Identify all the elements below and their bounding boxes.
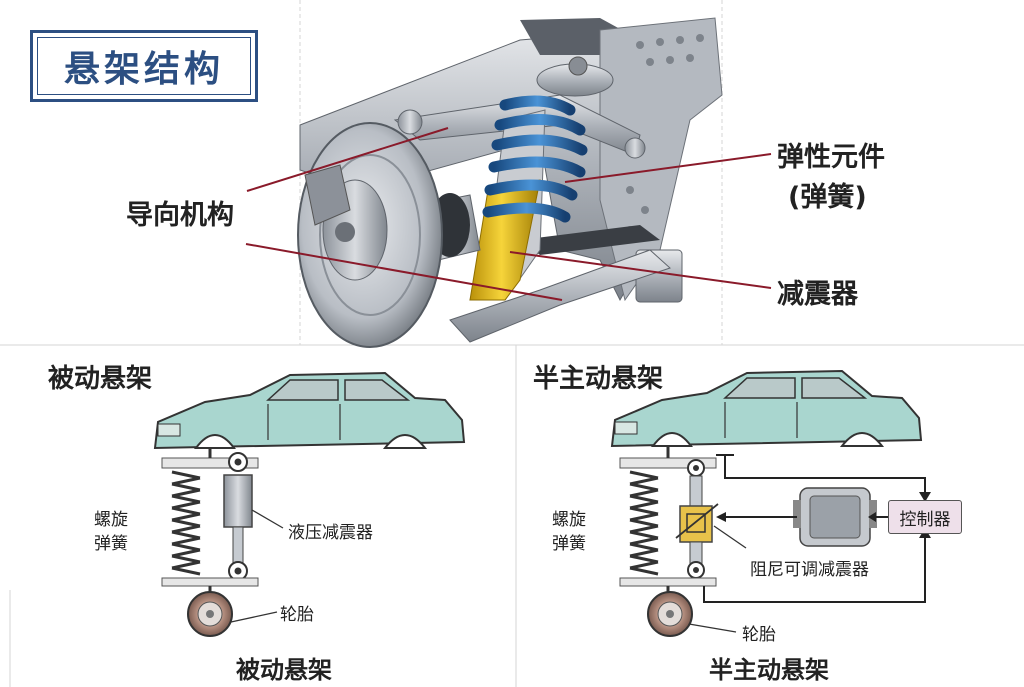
signal-lines (703, 454, 926, 603)
semi-tire-label: 轮胎 (742, 625, 776, 645)
semi-spring-label-line1: 螺旋 (552, 510, 586, 530)
title-box-inner-border (37, 37, 251, 95)
passive-spring-label-line2: 弹簧 (94, 534, 128, 554)
semi-active-car-body (610, 369, 923, 448)
ecu-module (793, 487, 877, 547)
label-spring-parenthetical: (弹簧) (788, 182, 867, 213)
semi-active-suspension-mechanism (619, 446, 747, 637)
label-guide-mechanism: 导向机构 (126, 200, 234, 231)
semi-active-heading: 半主动悬架 (533, 364, 664, 394)
semi-active-footer: 半主动悬架 (709, 656, 829, 684)
passive-footer: 被动悬架 (236, 656, 332, 684)
passive-spring-label: 螺旋 弹簧 (94, 508, 128, 556)
title-box: 悬架结构 (30, 30, 258, 102)
passive-heading: 被动悬架 (48, 364, 153, 394)
controller-label: 控制器 (899, 509, 951, 530)
suspension-illustration (297, 17, 723, 348)
page-title: 悬架结构 (63, 49, 224, 90)
semi-damper-label: 阻尼可调减震器 (750, 560, 869, 580)
passive-spring-label-line1: 螺旋 (94, 510, 128, 530)
passive-car-body (153, 371, 466, 450)
controller-box: 控制器 (888, 500, 962, 534)
passive-tire-label: 轮胎 (280, 605, 314, 625)
passive-damper-label: 液压减震器 (288, 523, 373, 543)
label-shock-absorber: 减震器 (777, 279, 858, 310)
semi-spring-label-line2: 弹簧 (552, 534, 586, 554)
label-elastic-element: 弹性元件 (777, 142, 885, 173)
semi-spring-label: 螺旋 弹簧 (552, 508, 586, 556)
passive-suspension-mechanism (161, 448, 284, 637)
leader-lines (245, 127, 772, 301)
